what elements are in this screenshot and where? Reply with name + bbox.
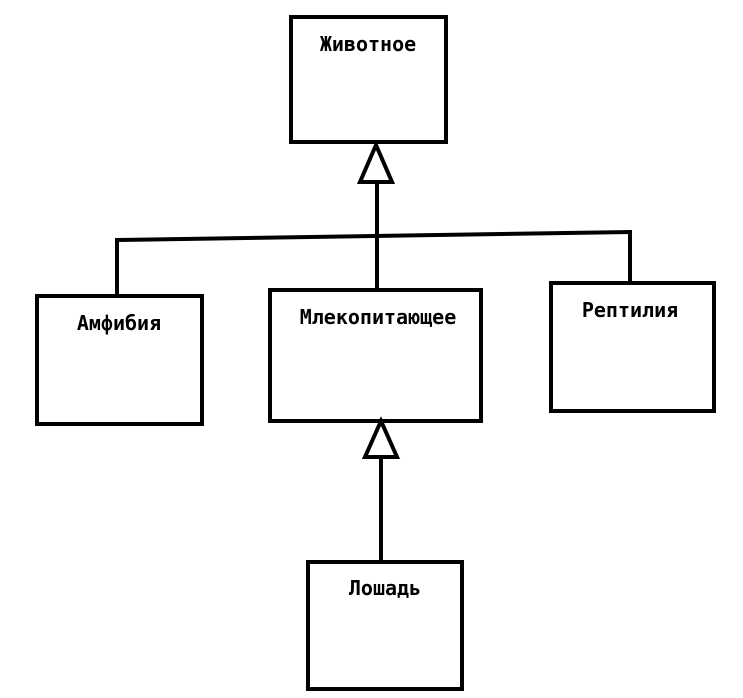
class-animal: Животное — [289, 15, 448, 144]
class-reptile-box — [549, 281, 716, 413]
class-amphibian-box — [35, 294, 204, 426]
class-horse-box — [306, 560, 464, 691]
connector-horizontal-bar — [114, 229, 633, 243]
inheritance-arrow-animal — [356, 139, 396, 184]
class-animal-label: Животное — [320, 32, 416, 56]
class-animal-box — [289, 15, 448, 144]
class-mammal: Млекопитающее — [268, 288, 483, 423]
class-amphibian: Амфибия — [35, 294, 204, 426]
class-reptile-label: Рептилия — [582, 298, 678, 322]
class-horse: Лошадь — [306, 560, 464, 691]
class-amphibian-label: Амфибия — [77, 311, 161, 335]
class-mammal-label: Млекопитающее — [300, 305, 457, 329]
class-reptile: Рептилия — [549, 281, 716, 413]
inheritance-arrow-mammal — [361, 416, 401, 459]
class-horse-label: Лошадь — [349, 576, 421, 600]
